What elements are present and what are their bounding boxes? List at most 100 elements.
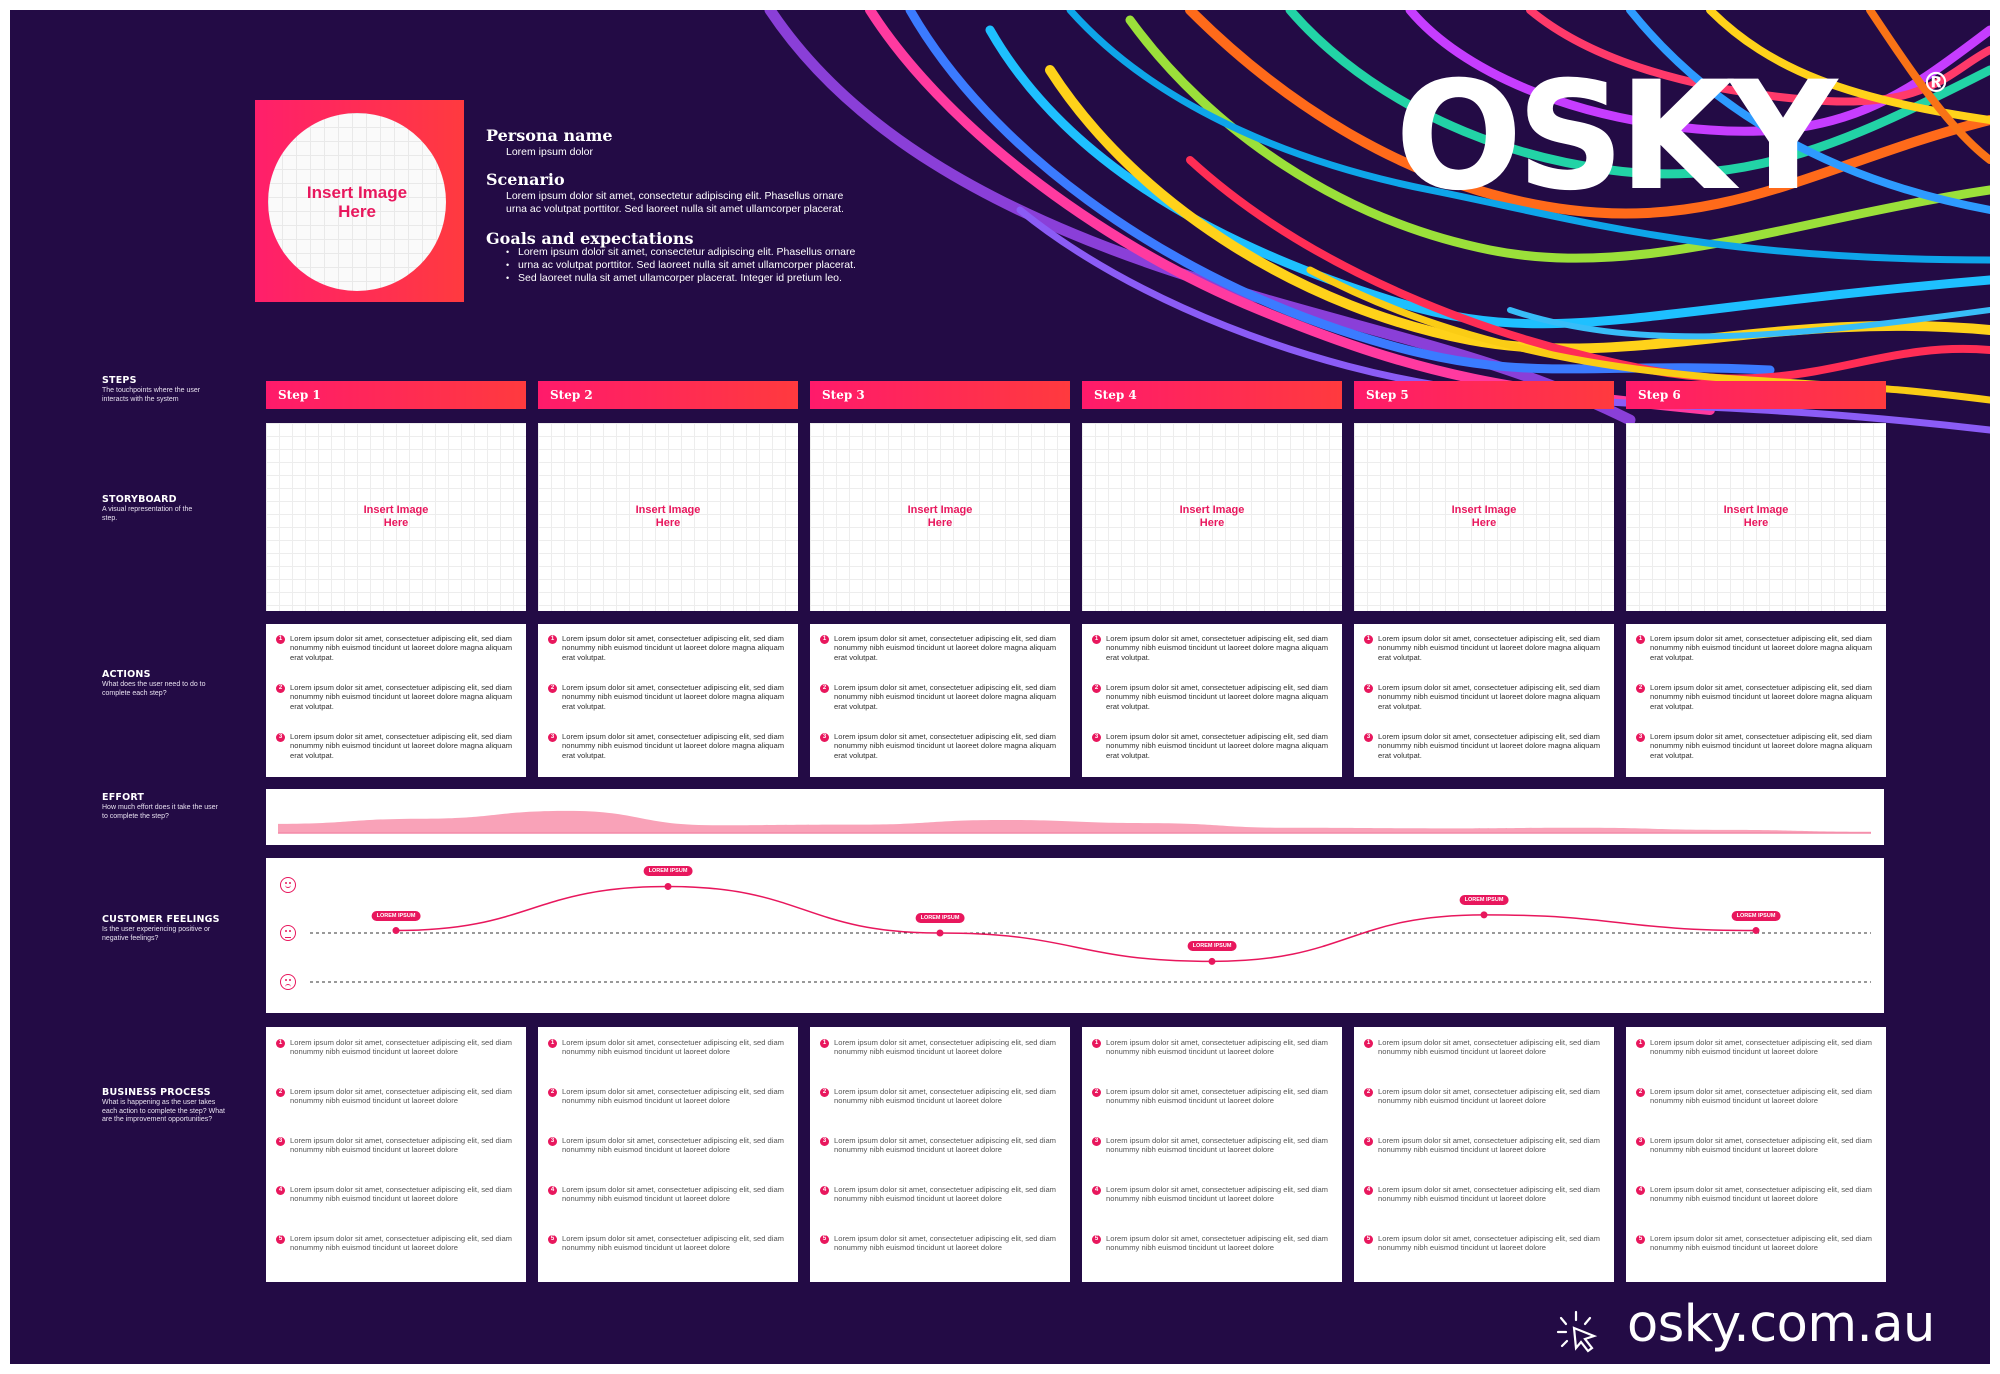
storyboard-image-placeholder[interactable]: Insert Image Here [1354,423,1614,611]
business-text: Lorem ipsum dolor sit amet, consectetuer… [1650,1038,1873,1057]
business-text: Lorem ipsum dolor sit amet, consectetuer… [834,1185,1057,1204]
business-text: Lorem ipsum dolor sit amet, consectetuer… [290,1136,513,1155]
business-item: 3 Lorem ipsum dolor sit amet, consectetue… [276,1136,516,1185]
effort-panel [266,789,1884,845]
storyboard-label: Insert Image Here [1723,504,1789,529]
storyboard-image-placeholder[interactable]: Insert Image Here [810,423,1070,611]
business-text: Lorem ipsum dolor sit amet, consectetuer… [1378,1038,1601,1057]
number-badge: 1 [820,1039,829,1048]
row-label-business: BUSINESS PROCESS What is happening as th… [102,1087,242,1125]
action-text: Lorem ipsum dolor sit amet, consectetuer… [1106,732,1329,760]
goal-item: urna ac volutpat porttitor. Sed laoreet … [506,259,856,272]
business-text: Lorem ipsum dolor sit amet, consectetuer… [562,1087,785,1106]
business-text: Lorem ipsum dolor sit amet, consectetuer… [1650,1136,1873,1155]
registered-mark: ® [1922,66,1950,99]
step-header-3: Step 3 [810,381,1070,409]
osky-logo: OSKY [1395,50,1837,224]
feeling-point[interactable] [1480,911,1488,919]
business-text: Lorem ipsum dolor sit amet, consectetuer… [290,1234,513,1253]
number-badge: 5 [548,1235,557,1244]
business-text: Lorem ipsum dolor sit amet, consectetuer… [1378,1136,1601,1155]
rainbow-ribbons-decoration [764,10,1990,434]
storyboard-image-placeholder[interactable]: Insert Image Here [1082,423,1342,611]
number-badge: 3 [548,733,557,742]
business-item: 5 Lorem ipsum dolor sit amet, consectetue… [276,1234,516,1283]
business-text: Lorem ipsum dolor sit amet, consectetuer… [290,1087,513,1106]
row-label-feelings: CUSTOMER FEELINGS Is the user experienci… [102,914,242,943]
neutral-face-icon [280,925,296,941]
row-title: BUSINESS PROCESS [102,1087,211,1098]
business-text: Lorem ipsum dolor sit amet, consectetuer… [562,1234,785,1253]
number-badge: 3 [1364,733,1373,742]
footer-url[interactable]: osky.com.au [1627,1295,1935,1354]
number-badge: 1 [1092,635,1101,644]
storyboard-image-placeholder[interactable]: Insert Image Here [538,423,798,611]
feeling-point[interactable] [1208,957,1216,965]
action-text: Lorem ipsum dolor sit amet, consectetuer… [1106,683,1329,711]
cursor-click-icon [1556,1310,1598,1353]
sad-face-icon [280,974,296,990]
feeling-tag: LOREM IPSUM [1187,941,1237,952]
number-badge: 2 [1364,684,1373,693]
business-text: Lorem ipsum dolor sit amet, consectetuer… [562,1038,785,1057]
action-text: Lorem ipsum dolor sit amet, consectetuer… [834,683,1057,711]
feeling-point[interactable] [1752,927,1760,935]
number-badge: 1 [276,1039,285,1048]
business-item: 1 Lorem ipsum dolor sit amet, consectetue… [1364,1038,1604,1087]
business-text: Lorem ipsum dolor sit amet, consectetuer… [834,1234,1057,1253]
action-text: Lorem ipsum dolor sit amet, consectetuer… [1106,634,1329,662]
goals-title: Goals and expectations [486,229,694,248]
number-badge: 1 [1364,635,1373,644]
number-badge: 3 [820,1137,829,1146]
number-badge: 4 [1636,1186,1645,1195]
number-badge: 5 [276,1235,285,1244]
business-item: 3 Lorem ipsum dolor sit amet, consectetue… [820,1136,1060,1185]
number-badge: 5 [1364,1235,1373,1244]
number-badge: 1 [1636,635,1645,644]
business-item: 5 Lorem ipsum dolor sit amet, consectetue… [548,1234,788,1283]
persona-image-placeholder[interactable]: Insert Image Here [268,113,446,291]
feeling-tag: LOREM IPSUM [643,866,693,877]
business-text: Lorem ipsum dolor sit amet, consectetuer… [562,1136,785,1155]
row-label-actions: ACTIONS What does the user need to do to… [102,669,242,698]
number-badge: 5 [1636,1235,1645,1244]
feeling-point[interactable] [392,927,400,935]
effort-area [278,810,1871,833]
feeling-point[interactable] [936,929,944,937]
storyboard-image-placeholder[interactable]: Insert Image Here [1626,423,1886,611]
persona-name-title: Persona name [486,126,613,145]
number-badge: 3 [820,733,829,742]
feeling-point[interactable] [664,882,672,890]
number-badge: 2 [1092,684,1101,693]
number-badge: 1 [1364,1039,1373,1048]
persona-image-label: Insert Image Here [306,183,408,221]
number-badge: 2 [1636,1088,1645,1097]
storyboard-image-placeholder[interactable]: Insert Image Here [266,423,526,611]
action-text: Lorem ipsum dolor sit amet, consectetuer… [834,732,1057,760]
action-text: Lorem ipsum dolor sit amet, consectetuer… [1650,683,1873,711]
step-header-2: Step 2 [538,381,798,409]
number-badge: 3 [276,1137,285,1146]
business-text: Lorem ipsum dolor sit amet, consectetuer… [834,1136,1057,1155]
